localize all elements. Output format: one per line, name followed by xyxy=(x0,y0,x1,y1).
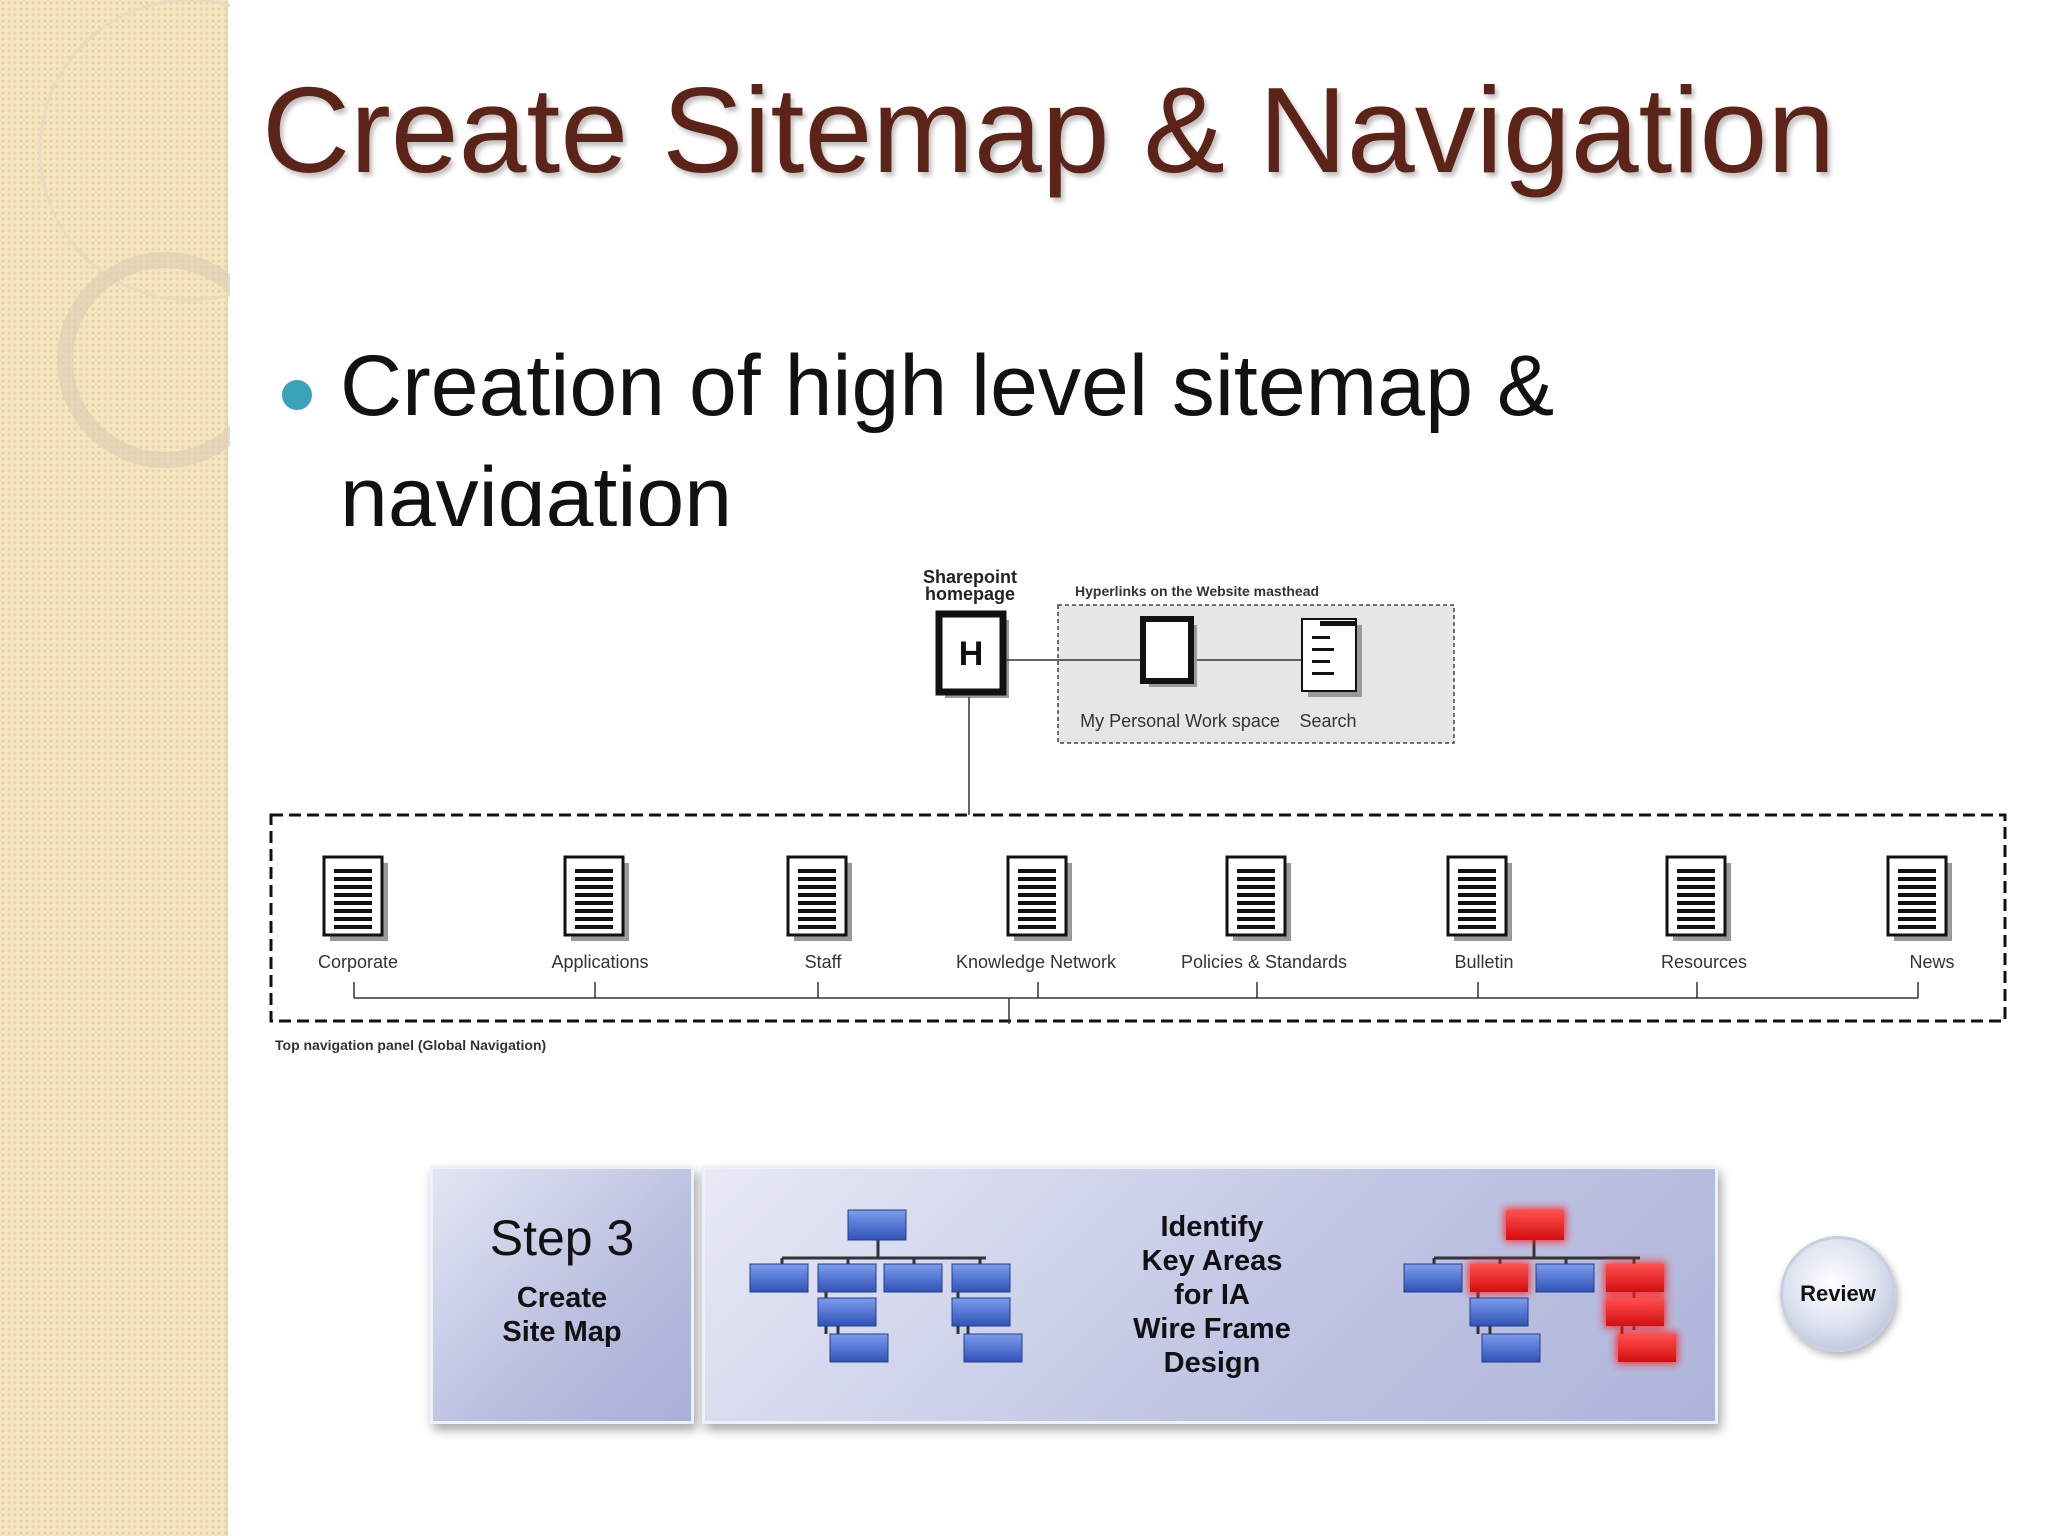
nav-item-label: Applications xyxy=(551,952,648,972)
nav-item: Staff xyxy=(786,855,854,998)
nav-item-label: Policies & Standards xyxy=(1181,952,1347,972)
decorative-rings xyxy=(38,0,230,468)
workspace-node xyxy=(1140,616,1194,684)
nav-item-label: News xyxy=(1909,952,1954,972)
nav-item-label: Staff xyxy=(805,952,843,972)
nav-item: Knowledge Network xyxy=(956,855,1117,998)
nav-item-label: Knowledge Network xyxy=(956,952,1117,972)
nav-panel-label: Top navigation panel (Global Navigation) xyxy=(275,1037,546,1053)
ring-small xyxy=(57,252,230,468)
ring-large xyxy=(38,0,230,302)
home-node-letter: H xyxy=(959,635,984,673)
nav-item: Corporate xyxy=(318,855,398,998)
step-number: Step 3 xyxy=(489,1210,635,1266)
nav-item: News xyxy=(1886,855,1955,998)
bullet-dot xyxy=(282,380,312,410)
sitemap-diagram: Sharepoint homepage H Hyperlinks on the … xyxy=(269,567,2007,1053)
home-label-line1: Sharepoint xyxy=(923,567,1017,587)
nav-item-label: Bulletin xyxy=(1454,952,1513,972)
nav-item: Policies & Standards xyxy=(1181,855,1347,998)
nav-panel-box xyxy=(269,813,2007,1023)
home-node xyxy=(935,610,1007,696)
bullet-clip: Creation of high level sitemap & navigat… xyxy=(340,330,1740,526)
nav-item-label: Resources xyxy=(1661,952,1747,972)
review-label: Review xyxy=(1800,1281,1876,1306)
bullet-text: Creation of high level sitemap & navigat… xyxy=(340,338,1555,526)
slide-title: Create Sitemap & Navigation xyxy=(262,62,1836,198)
workspace-label: My Personal Work space xyxy=(1080,711,1280,731)
search-node xyxy=(1301,618,1357,692)
review-button[interactable]: Review xyxy=(1780,1236,1896,1352)
home-label-line2: homepage xyxy=(925,584,1015,604)
masthead-box xyxy=(1057,604,1455,744)
nav-item-label: Corporate xyxy=(318,952,398,972)
search-label: Search xyxy=(1299,711,1356,731)
masthead-label: Hyperlinks on the Website masthead xyxy=(1075,583,1319,599)
nav-item: Resources xyxy=(1661,855,1747,998)
nav-item: Applications xyxy=(551,855,649,998)
nav-item: Bulletin xyxy=(1446,855,1514,998)
